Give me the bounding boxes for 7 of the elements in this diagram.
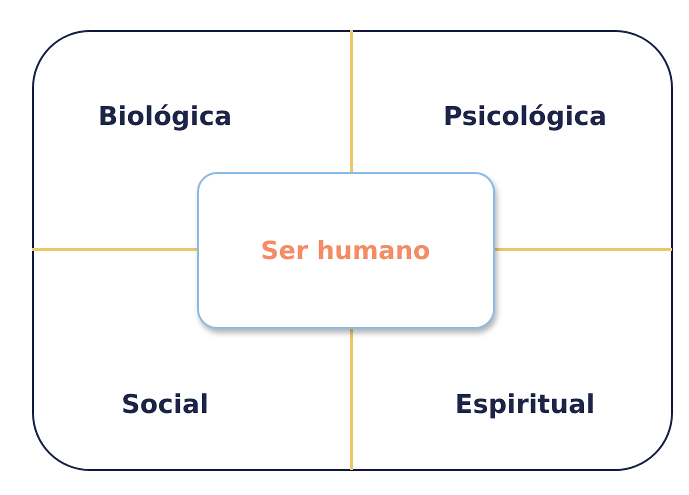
quadrant-label: Espiritual — [455, 390, 595, 420]
center-title: Ser humano — [260, 236, 430, 264]
center-box — [196, 172, 494, 328]
outer-frame — [32, 30, 673, 471]
quadrant-label: Social — [121, 390, 209, 420]
quadrant-label: Psicológica — [443, 102, 607, 132]
quadrant-label: Biológica — [98, 102, 232, 132]
